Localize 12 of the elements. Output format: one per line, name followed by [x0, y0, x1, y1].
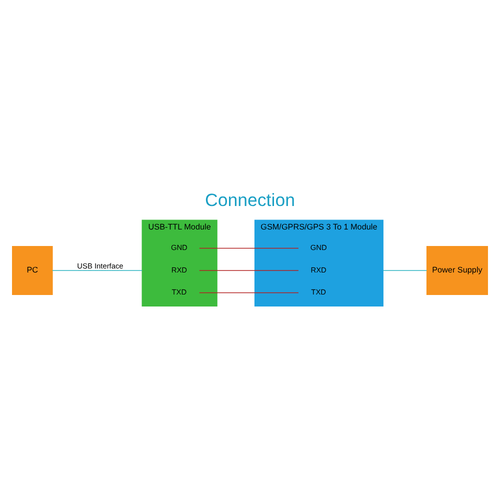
diagram-title: Connection [205, 190, 295, 210]
node-text: GND [170, 242, 188, 252]
node-text: TXD [311, 287, 326, 296]
edge-label: USB Interface [77, 260, 124, 270]
node-text: RXD [171, 264, 188, 274]
connector [199, 292, 299, 293]
node-box: PC [12, 246, 53, 294]
node-box: Power Supply [426, 246, 488, 294]
connector [199, 247, 299, 248]
node-text: RXD [310, 264, 326, 274]
node-text: TXD [172, 287, 187, 296]
node-text: GND [310, 242, 327, 252]
